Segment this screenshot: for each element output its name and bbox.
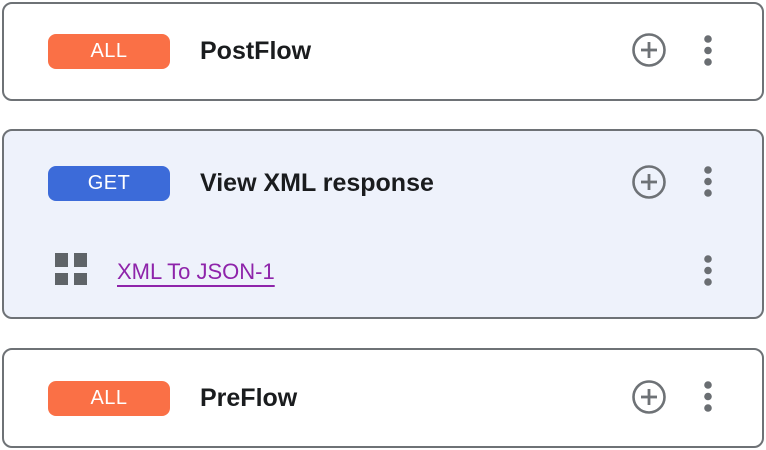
add-step-button[interactable]	[631, 32, 667, 71]
flow-title: PostFlow	[200, 37, 312, 65]
add-step-button[interactable]	[631, 379, 667, 418]
more-options-button[interactable]	[704, 381, 712, 415]
add-circle-icon	[631, 379, 667, 418]
add-circle-icon	[631, 32, 667, 71]
policy-row: XML To JSON-1	[4, 235, 762, 309]
method-badge: ALL	[48, 380, 170, 416]
more-options-button[interactable]	[704, 34, 712, 69]
method-badge: GET	[48, 165, 170, 201]
policy-grid-icon	[54, 252, 89, 292]
add-circle-icon	[631, 164, 667, 203]
add-step-button[interactable]	[631, 164, 667, 203]
more-options-icon	[704, 381, 712, 415]
method-badge: ALL	[48, 34, 170, 69]
flow-header-row: ALL PostFlow	[4, 4, 762, 99]
policy-link[interactable]: XML To JSON-1	[117, 259, 275, 284]
flow-card-preflow: ALL PreFlow	[2, 348, 764, 448]
policy-more-options-button[interactable]	[704, 255, 712, 289]
flow-header-row: ALL PreFlow	[4, 350, 762, 446]
more-options-button[interactable]	[704, 166, 712, 200]
flow-title: View XML response	[200, 168, 434, 197]
flow-card-view-xml-response: GET View XML response	[2, 129, 764, 319]
flow-header-row: GET View XML response	[4, 131, 762, 235]
more-options-icon	[704, 34, 712, 69]
flow-title: PreFlow	[200, 383, 298, 412]
more-options-icon	[704, 255, 712, 289]
flow-card-postflow: ALL PostFlow	[2, 2, 764, 101]
more-options-icon	[704, 166, 712, 200]
